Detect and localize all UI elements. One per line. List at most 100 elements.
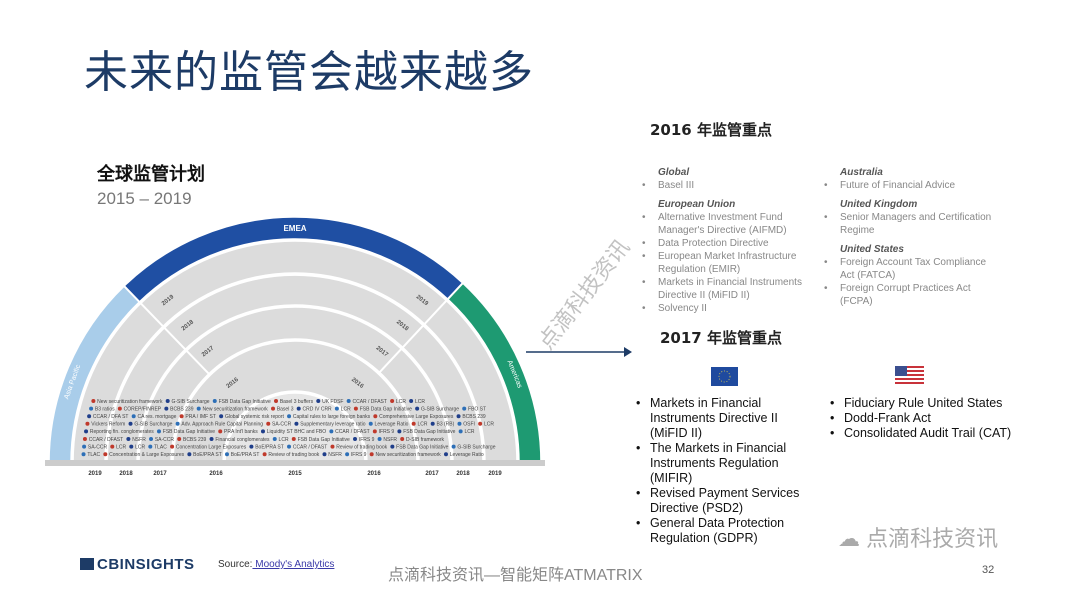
diagram-item: BCBS 239 [183,437,207,443]
item-marker-icon [117,406,122,411]
diagram-item: LCR [135,444,145,450]
year-label: 2016 [209,471,223,477]
logo-mark-icon [80,558,94,570]
wechat-watermark: ☁ 点滴科技资讯 [838,526,998,552]
footer-center-text: 点滴科技资讯—智能矩阵ATMATRIX [388,567,643,584]
diagram-item: Concentration & Large Exposures [109,452,185,458]
item-marker-icon [411,421,416,426]
diagram-item: G-SIB Surcharge [421,406,459,412]
list-item: Data Protection Directive [640,237,820,250]
source-link[interactable]: Moody's Analytics [252,559,335,570]
diagram-item: LCR [415,399,425,405]
item-marker-icon [462,406,467,411]
diagram-item: BCBS 239 [462,414,486,420]
list-item: Foreign Corrupt Practices Act (FCPA) [822,282,1002,308]
item-marker-icon [212,399,217,403]
list-item: Consolidated Audit Trail (CAT) [828,426,1018,441]
diagram-item: G-SIB Surcharge [171,399,209,405]
diagram-item: CCAR / DFAST [293,444,327,450]
wechat-name: 点滴科技资讯 [866,526,999,551]
item-marker-icon [179,414,184,419]
region-label-emea: EMEA [283,224,306,233]
item-marker-icon [451,444,456,449]
diagram-item: NSFR [132,437,146,443]
heading-2016: 2016 年监管重点 [650,121,772,139]
item-marker-icon [110,444,115,449]
list-item: Revised Payment Services Directive (PSD2… [634,486,804,516]
item-marker-icon [377,437,382,441]
diagram-item: Leverage Ratio [450,452,484,458]
year-label: 2015 [288,471,302,477]
diagram-item: CCAR / DFAST [335,429,369,435]
plan-years: 2015 – 2019 [97,189,192,208]
list-item: Basel III [640,179,820,192]
diagram-item: LCR [484,422,494,428]
ring-2016 [172,340,418,464]
diagram-item: CCAR / DFAST [89,437,123,443]
diagram-item: LCR [417,422,427,428]
group-heading: United States [840,244,904,255]
item-marker-icon [218,429,223,434]
diagram-item: NSFR [328,452,342,458]
item-marker-icon [329,429,334,434]
source-label: Source: [218,559,253,570]
item-marker-icon [294,421,299,426]
group-heading: European Union [658,199,736,210]
item-marker-icon [390,444,395,449]
item-marker-icon [262,452,267,457]
item-marker-icon [346,399,351,403]
list-item: Fiduciary Rule United States [828,396,1018,411]
item-marker-icon [291,437,296,441]
diagram-item: CRD IV CRR [303,406,333,412]
diagram-item: LCR [341,406,351,412]
list-item: Future of Financial Advice [822,179,1002,192]
group-heading: Global [658,167,690,178]
item-marker-icon [390,399,395,403]
list-item: Dodd-Frank Act [828,411,1018,426]
source: Source: Moody's Analytics [218,559,334,570]
diagram-item: BoE/PRA ST [193,452,222,458]
diagram-item: Leverage Ratio [375,422,409,428]
item-marker-icon [456,414,461,419]
diagram-item: G-SIB Surcharge [457,444,495,450]
item-marker-icon [209,437,214,441]
us-2017-list: Fiduciary Rule United StatesDodd-Frank A… [828,396,1018,441]
year-label: 2017 [425,471,439,477]
item-marker-icon [316,399,321,403]
region-divider [123,285,210,375]
diagram-item: Reporting fin. conglomerates [90,429,154,435]
group-heading: United Kingdom [840,199,918,210]
diagram-item: PRA / IMF ST [185,414,216,420]
diagram-item: IFRS 9 [379,429,395,435]
diagram-item: Review of trading book [336,444,387,450]
list-item: Foreign Account Tax Compliance Act (FATC… [822,256,1002,282]
list-item: The Markets in Financial Instruments Reg… [634,441,804,486]
item-marker-icon [82,444,87,449]
diagram-item: Vickers Reform [91,422,125,428]
diagram-item: LCR [279,437,289,443]
item-marker-icon [330,444,335,449]
logo-text: CBINSIGHTS [97,556,195,573]
item-marker-icon [353,406,358,411]
item-marker-icon [149,437,154,441]
item-marker-icon [103,452,108,457]
item-marker-icon [296,406,301,411]
item-marker-icon [415,406,420,411]
item-marker-icon [82,437,87,441]
item-marker-icon [81,452,86,457]
year-label: 2018 [456,471,470,477]
item-marker-icon [274,399,279,403]
diagram-item: IFRS 9 [359,437,375,443]
item-marker-icon [87,414,92,419]
diagram-item: OSFI [463,422,475,428]
year-label: 2016 [367,471,381,477]
watermark: 点滴科技资讯 [534,235,636,355]
item-marker-icon [373,414,378,419]
focus-2016-right: AustraliaFuture of Financial AdviceUnite… [822,166,1002,308]
diagram-item: LCR [464,429,474,435]
item-marker-icon [271,406,276,411]
diagram-item: CA res. mortgage [137,414,176,420]
diagram-item: Global systemic risk report [225,414,285,420]
item-marker-icon [409,399,414,403]
